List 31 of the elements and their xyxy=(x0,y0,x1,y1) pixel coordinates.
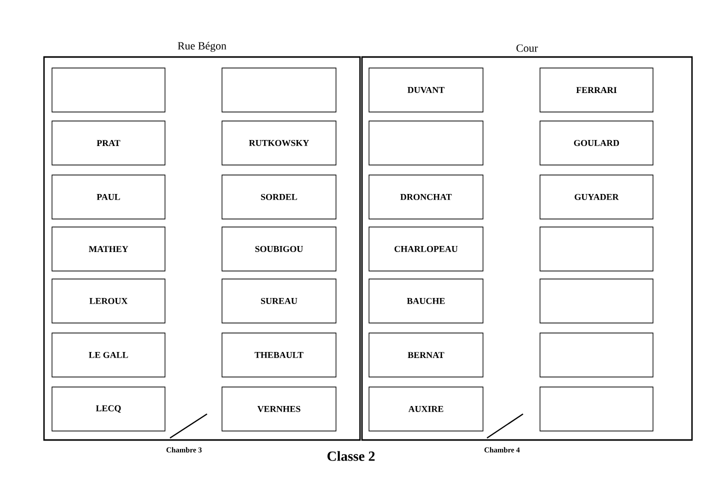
desk-box xyxy=(540,278,654,324)
desk-box: PAUL xyxy=(52,174,166,220)
desk-box: RUTKOWSKY xyxy=(222,120,336,166)
room-heading: Rue Bégon xyxy=(178,42,226,52)
desk-box: LE GALL xyxy=(52,332,166,378)
desk-box: SUREAU xyxy=(222,278,336,324)
desk-box: GOULARD xyxy=(540,120,654,166)
desk-box: FERRARI xyxy=(540,68,654,112)
desk-box: SORDEL xyxy=(222,174,336,220)
desk-box: DRONCHAT xyxy=(368,174,484,220)
desk-box: AUXIRE xyxy=(368,386,484,432)
desk-box xyxy=(52,68,166,112)
desk-box: THEBAULT xyxy=(222,332,336,378)
caption: Classe 2 xyxy=(327,451,375,461)
desk-box: CHARLOPEAU xyxy=(368,226,484,272)
desk-box xyxy=(368,120,484,166)
desk-box xyxy=(540,332,654,378)
desk-box: GUYADER xyxy=(540,174,654,220)
desk-box xyxy=(540,386,654,432)
desk-box: LEROUX xyxy=(52,278,166,324)
desk-box xyxy=(540,226,654,272)
desk-box: SOUBIGOU xyxy=(222,226,336,272)
desk-box: PRAT xyxy=(52,120,166,166)
desk-box: MATHEY xyxy=(52,226,166,272)
desk-box: VERNHES xyxy=(222,386,336,432)
desk-box: BERNAT xyxy=(368,332,484,378)
desk-box: LECQ xyxy=(52,386,166,432)
desk-box: BAUCHE xyxy=(368,278,484,324)
room-heading: Cour xyxy=(516,44,538,52)
desk-box: DUVANT xyxy=(368,68,484,112)
desk-box xyxy=(222,68,336,112)
